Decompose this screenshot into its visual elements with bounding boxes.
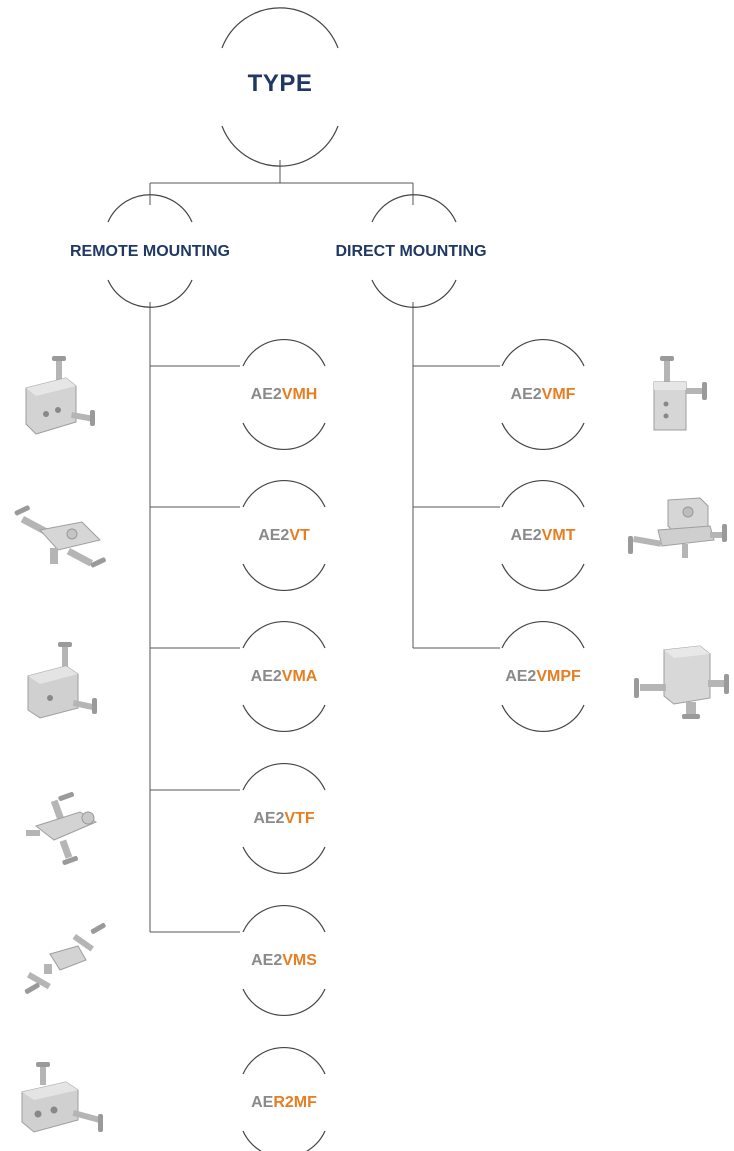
remote-mounting-label: REMOTE MOUNTING [70, 243, 230, 260]
node-arcs-vmpf [501, 621, 585, 732]
model-label-vma: AE2VMA [224, 668, 344, 686]
direct-node-arcs [371, 194, 457, 308]
node-arcs-vt [242, 480, 326, 591]
model-label-vmf: AE2VMF [483, 386, 603, 404]
node-arcs-r2mf [242, 1047, 326, 1151]
model-prefix: AE2 [253, 810, 285, 827]
model-suffix: R2MF [273, 1094, 317, 1111]
model-label-vms: AE2VMS [224, 952, 344, 970]
model-label-vmpf: AE2VMPF [483, 668, 603, 686]
root-node-arcs [221, 7, 339, 167]
model-prefix: AE2 [251, 952, 283, 969]
model-label-vt: AE2VT [224, 527, 344, 545]
node-arcs-vmt [501, 480, 585, 591]
valve-manifold-vmpf-image [634, 645, 729, 719]
node-arcs-vmh [242, 339, 326, 450]
model-prefix: AE2 [510, 527, 542, 544]
model-suffix: VMT [541, 527, 576, 544]
model-prefix: AE2 [250, 386, 282, 403]
model-label-r2mf: AER2MF [224, 1094, 344, 1112]
model-label-vtf: AE2VTF [224, 810, 344, 828]
model-suffix: VMA [281, 668, 318, 685]
node-arcs-vmf [501, 339, 585, 450]
model-label-vmh: AE2VMH [224, 386, 344, 404]
direct-mounting-label: DIRECT MOUNTING [335, 243, 487, 260]
node-arcs-vms [242, 905, 326, 1016]
valve-manifold-vmt-image [628, 497, 727, 558]
valve-manifold-r2mf-image [21, 1062, 103, 1133]
node-arcs-vtf [242, 763, 326, 874]
valve-manifold-vt-image [14, 505, 106, 568]
model-prefix: AE2 [258, 527, 290, 544]
model-prefix: AE2 [505, 668, 537, 685]
model-prefix: AE2 [510, 386, 542, 403]
model-suffix: VMS [282, 952, 317, 969]
model-suffix: VMF [541, 386, 576, 403]
model-suffix: VT [289, 527, 310, 544]
model-suffix: VTF [284, 810, 315, 827]
connector-lines [149, 160, 500, 933]
valve-manifold-vma-image [27, 642, 97, 719]
valve-manifold-vtf-image [26, 791, 98, 865]
valve-manifold-vmf-image [653, 356, 707, 431]
model-label-vmt: AE2VMT [483, 527, 603, 545]
valve-manifold-vms-image [24, 923, 106, 994]
model-suffix: VMPF [536, 668, 581, 685]
model-suffix: VMH [281, 386, 318, 403]
root-label: TYPE [247, 70, 313, 97]
remote-node-arcs [107, 194, 193, 308]
node-arcs-vma [242, 621, 326, 732]
model-prefix: AE2 [250, 668, 282, 685]
valve-manifold-vmh-image [25, 356, 95, 435]
model-prefix: AE [251, 1094, 274, 1111]
